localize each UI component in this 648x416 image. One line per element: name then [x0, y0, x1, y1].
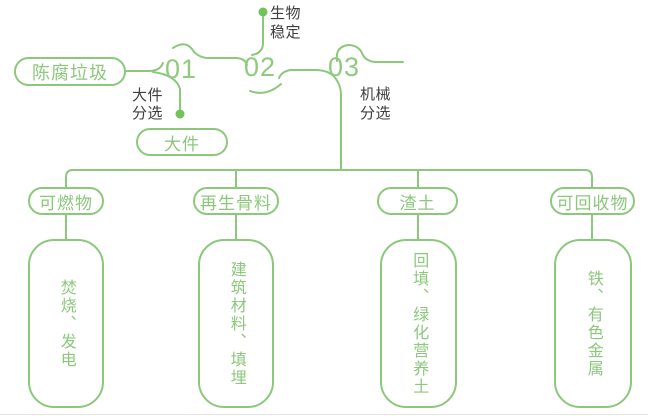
result-box-combustibles: 焚烧、发电	[28, 239, 104, 408]
result-text: 回填、绿化营养土	[410, 251, 428, 396]
line-step2-to-step3-descender	[278, 69, 342, 170]
arc-step1-and-line-to-step2	[172, 43, 248, 66]
node-slag-soil: 渣土	[377, 187, 458, 215]
result-box-recycled-aggregate: 建筑材料、填埋	[198, 239, 274, 408]
step-number-1: 01	[165, 54, 198, 84]
bottom-divider	[0, 413, 648, 415]
node-bulky-output: 大件	[136, 128, 228, 156]
step-label-line: 机械	[360, 86, 392, 103]
step-number-3: 03	[328, 52, 361, 82]
step-number-2: 02	[244, 52, 277, 82]
step-label-line: 分选	[360, 105, 392, 122]
step-label-bio-stabilization: 生物 稳定	[270, 4, 301, 42]
distribution-line	[65, 169, 593, 188]
line-step2-stem	[251, 16, 264, 56]
step-label-mechanical-sorting: 机械 分选	[360, 85, 391, 123]
result-text: 铁、有色金属	[584, 269, 602, 378]
result-text: 建筑材料、填埋	[227, 260, 245, 387]
result-box-recyclables: 铁、有色金属	[554, 239, 632, 408]
result-text: 焚烧、发电	[57, 278, 75, 369]
line-root-to-step1	[125, 62, 164, 72]
dot-bio-endpoint	[258, 7, 268, 17]
dot-bulky-endpoint	[175, 109, 185, 119]
line-step1-descender	[152, 71, 181, 110]
node-source: 陈腐垃圾	[14, 57, 126, 86]
arc-step2-flourish	[249, 83, 282, 94]
node-recycled-aggregate: 再生骨料	[193, 187, 279, 215]
arc-step3-and-outgoing-line	[335, 43, 404, 63]
step-label-line: 大件	[132, 87, 164, 104]
node-combustibles: 可燃物	[28, 187, 104, 215]
step-label-bulky-sorting: 大件 分选	[132, 87, 163, 123]
step-label-line: 分选	[132, 105, 164, 122]
step-label-line: 生物	[270, 5, 302, 22]
step-label-line: 稳定	[270, 24, 302, 41]
node-recyclables: 可回收物	[550, 187, 635, 215]
result-box-slag-soil: 回填、绿化营养土	[380, 239, 457, 408]
